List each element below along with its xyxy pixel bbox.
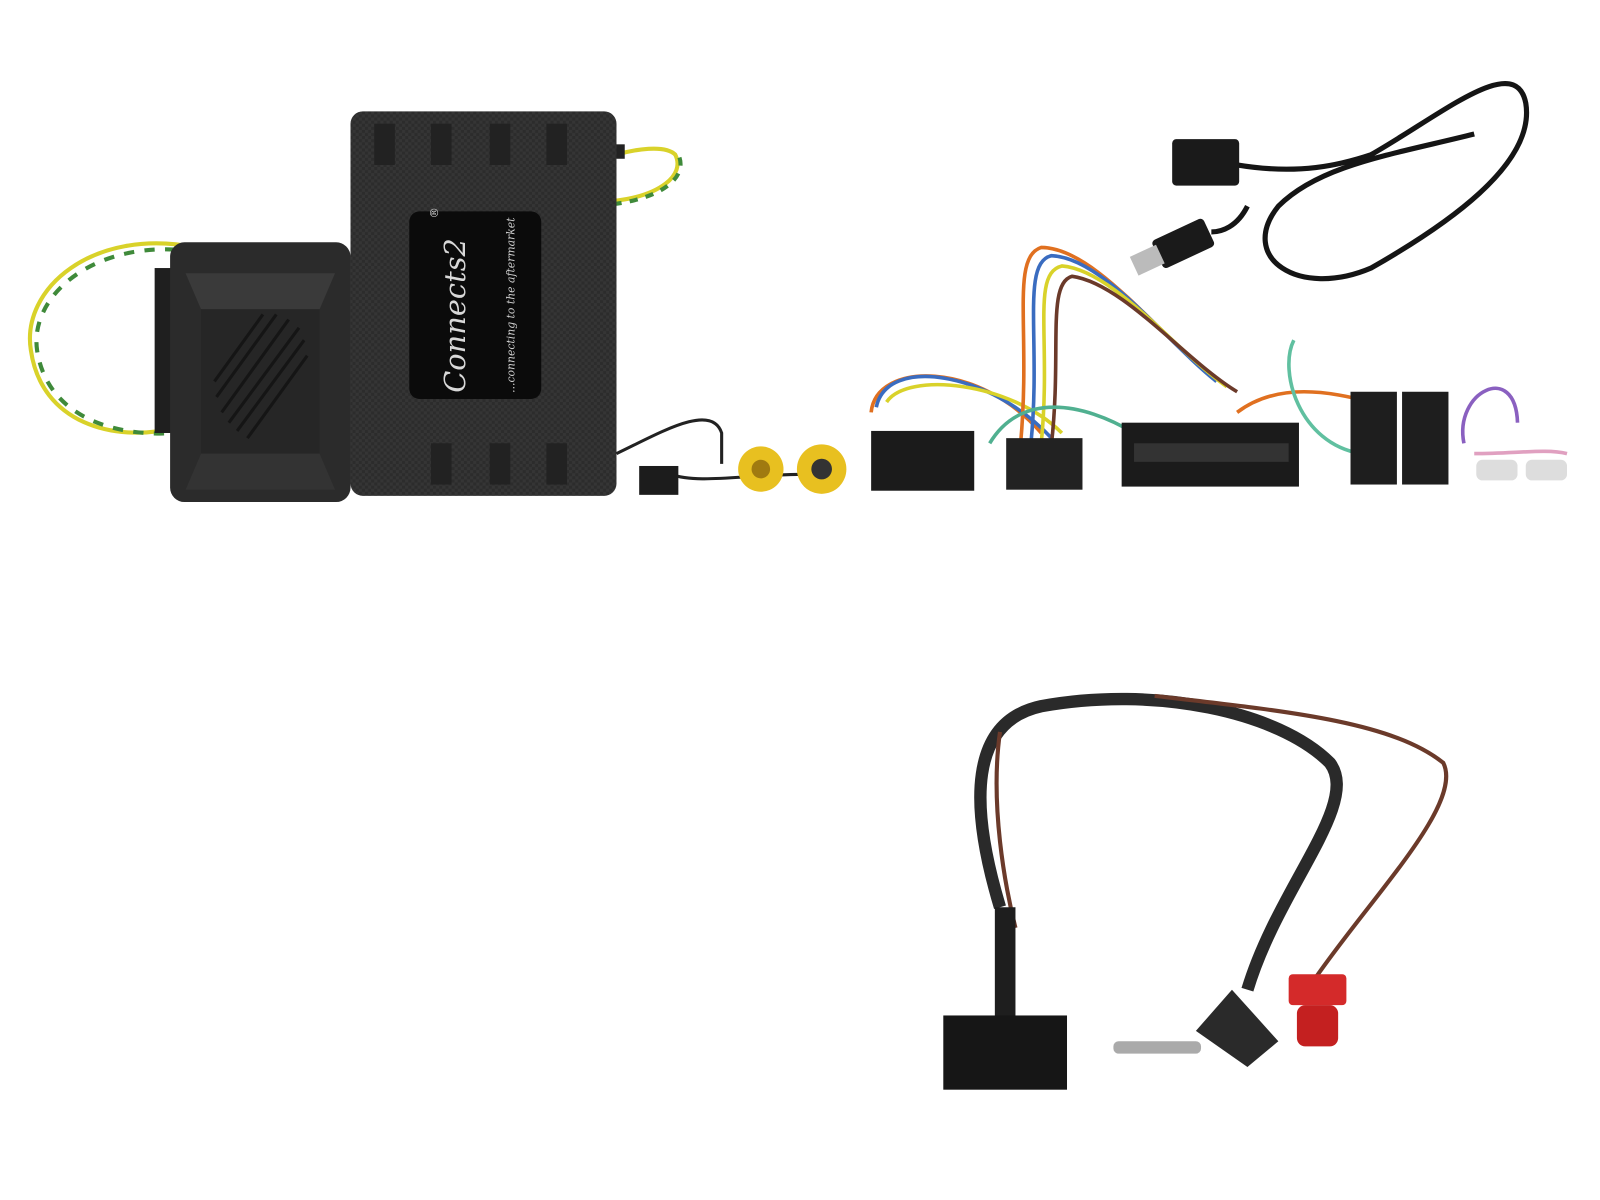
brand-tagline: ...connecting to the aftermarket — [504, 217, 517, 393]
audio-jack — [1113, 989, 1279, 1068]
harness-connectors — [871, 391, 1568, 491]
twisted-antenna-wire — [27, 146, 683, 436]
usb-cable — [1129, 81, 1530, 282]
small-module — [154, 242, 351, 503]
brand-logo: Connects2 — [438, 238, 472, 393]
logo-plate — [409, 211, 542, 399]
interface-box: Connects2 ® ...connecting to the afterma… — [350, 111, 625, 496]
red-antenna-connector — [1288, 974, 1347, 1047]
pin-connector — [943, 1015, 1068, 1090]
registered-mark: ® — [427, 207, 441, 218]
rca-connectors — [615, 418, 847, 495]
harness-wires — [869, 245, 1568, 456]
aux-cable — [974, 692, 1449, 1021]
